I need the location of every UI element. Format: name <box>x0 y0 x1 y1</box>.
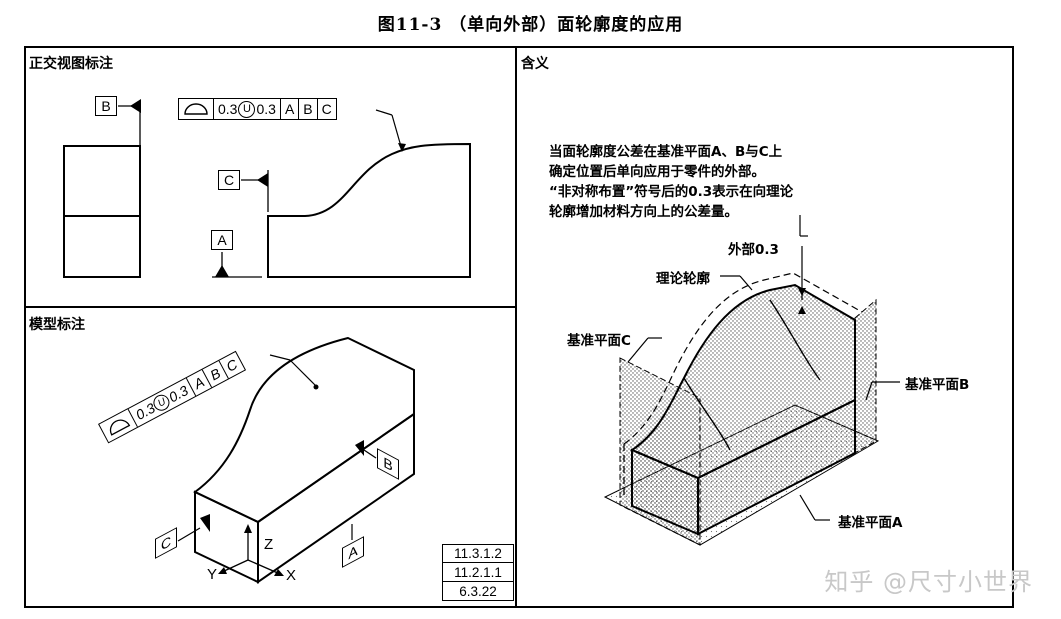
theoretical-profile-label: 理论轮廓 <box>656 267 710 287</box>
reference-cell: 6.3.22 <box>442 582 514 601</box>
watermark: 知乎 @尺寸小世界 <box>824 568 1033 596</box>
side-view-profile <box>267 142 471 278</box>
reference-table: 11.3.1.2 11.2.1.1 6.3.22 <box>442 544 514 601</box>
profile-of-surface-icon <box>179 99 213 119</box>
datum-a-triangle-ortho <box>215 265 229 277</box>
model-panel-title: 模型标注 <box>29 317 85 333</box>
tolerance-zone-dashed <box>623 272 863 498</box>
outer-tolerance-label: 外部0.3 <box>728 238 779 258</box>
horizontal-divider <box>24 306 516 308</box>
profile-of-surface-icon-model <box>99 409 137 442</box>
datum-b-box-ortho: B <box>95 96 117 116</box>
front-view <box>63 145 141 278</box>
figure-frame <box>24 46 1014 608</box>
meaning-note: 当面轮廓度公差在基准平面A、B与C上 确定位置后单向应用于零件的外部。 “非对称… <box>549 142 793 222</box>
fcf-model: 0.3 U 0.3 A B C <box>98 350 246 444</box>
note-line: “非对称布置”符号后的0.3表示在向理论 <box>549 184 794 200</box>
datum-plane-a-label: 基准平面A <box>838 511 903 531</box>
fcf-leader-ortho <box>375 109 403 151</box>
fcf-offset: 0.3 <box>256 101 276 117</box>
meaning-part <box>629 283 856 536</box>
iso-axes <box>221 528 281 575</box>
vertical-divider <box>515 46 517 608</box>
fcf-datum-a: A <box>279 99 298 119</box>
datum-a-box-ortho: A <box>211 230 233 250</box>
fcf-datum-b: B <box>298 99 316 119</box>
reference-cell: 11.3.1.2 <box>442 544 514 563</box>
orthographic-panel-title: 正交视图标注 <box>29 56 113 72</box>
datum-plane-b-label: 基准平面B <box>905 373 970 393</box>
iso-datum-b-leader <box>363 449 377 459</box>
note-line: 确定位置后单向应用于零件的外部。 <box>549 164 765 180</box>
axis-x-label: X <box>286 567 297 584</box>
iso-datum-c-leader <box>177 527 201 542</box>
axis-y-label: Y <box>207 566 218 583</box>
unequal-modifier-symbol: U <box>238 100 256 118</box>
meaning-panel-title: 含义 <box>521 56 549 72</box>
datum-plane-b <box>854 298 877 454</box>
fcf-orthographic: 0.3 U 0.3 A B C <box>178 98 337 120</box>
datum-b-triangle-ortho <box>130 99 141 113</box>
axis-z-label: Z <box>264 536 274 553</box>
fcf-datum-c: C <box>316 99 336 119</box>
datum-plane-c-label: 基准平面C <box>567 329 631 349</box>
iso-fcf-leader <box>269 354 317 387</box>
reference-cell: 11.2.1.1 <box>442 563 514 582</box>
datum-c-triangle-ortho <box>257 173 268 187</box>
fcf-tolerance: 0.3 <box>218 101 238 117</box>
figure-title: 图11-3 （单向外部）面轮廓度的应用 <box>377 15 684 35</box>
note-line: 轮廓增加材料方向上的公差量。 <box>549 204 738 220</box>
datum-b-leader-ortho <box>118 105 141 146</box>
datum-c-box-ortho: C <box>218 170 240 190</box>
note-line: 当面轮廓度公差在基准平面A、B与C上 <box>549 144 783 160</box>
